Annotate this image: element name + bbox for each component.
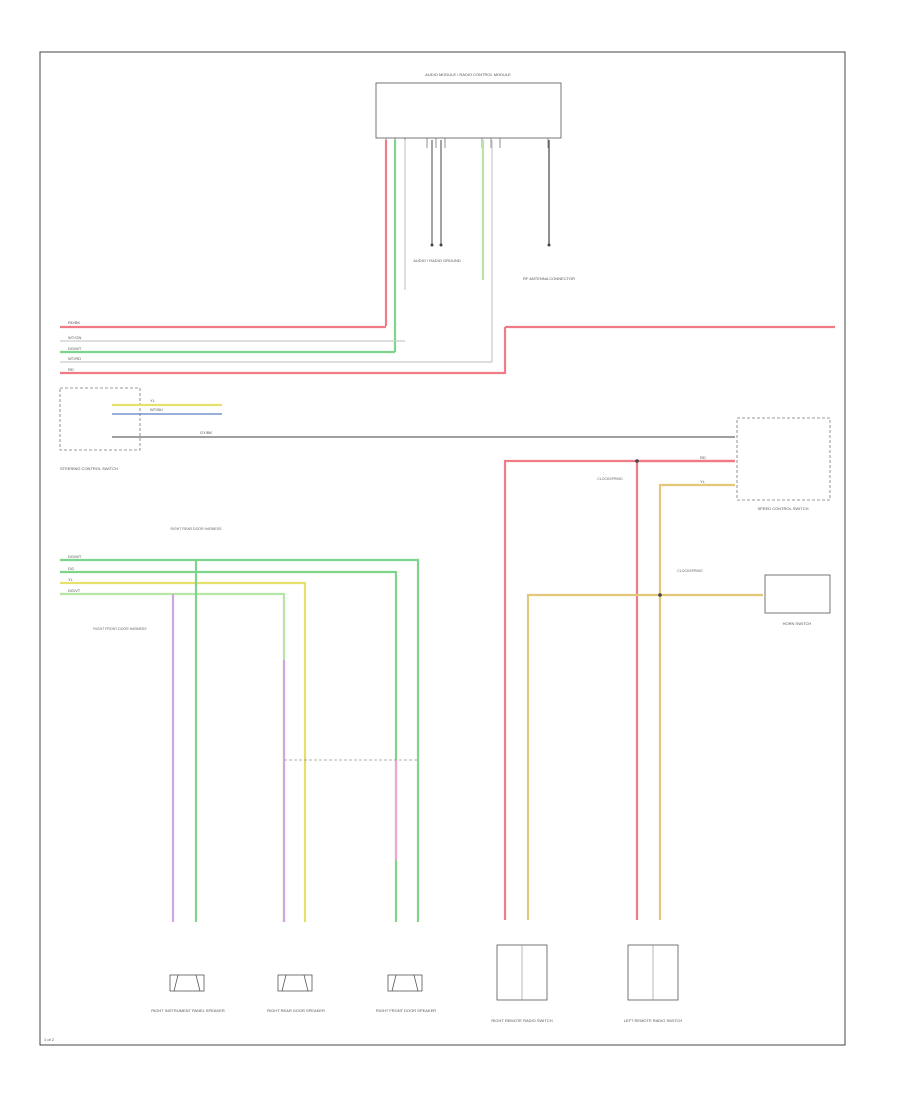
bus-label-1: RD/BK [68,320,81,325]
diagram-frame [39,51,846,1046]
clockspring-b-label: CLOCKSPRING [677,569,703,573]
splice-dot [658,593,662,597]
rem-label-2: YL [700,479,706,484]
sw-label-3: GY/BK [200,430,213,435]
rem-wire-red-left [635,459,735,920]
top-ground-a-label: AUDIO / RADIO GROUND [413,258,461,263]
speaker-rf-door-label: RIGHT FRONT DOOR SPEAKER [376,1008,436,1013]
remote-switch-left-label: LEFT REMOTE RADIO SWITCH [624,1018,683,1023]
bus-label-3: DG/WT [68,346,82,351]
speaker-ip-right-label: RIGHT INSTRUMENT PANEL SPEAKER [151,1008,225,1013]
rr-door-harness-label: RIGHT REAR DOOR HARNESS [171,527,223,531]
sw-label-1: YL [150,398,156,403]
spk-wire-1 [60,558,420,922]
top-ground-b-label: RF ANTENNA CONNECTOR [523,276,575,281]
speaker-ip-right: RIGHT INSTRUMENT PANEL SPEAKER [151,974,225,1013]
steering-switch-box [59,387,141,451]
bus-wire-4 [60,340,493,363]
remote-switch-left: LEFT REMOTE RADIO SWITCH [624,944,683,1023]
steering-switch-label: STEERING CONTROL SWITCH [60,466,118,471]
bus-wire-5 [60,327,507,375]
horn-switch-label: HORN SWITCH [783,621,812,626]
remote-switch-right: RIGHT REMOTE RADIO SWITCH [491,944,553,1023]
clockspring-a-label: CLOCKSPRING [597,477,623,481]
splice-dot [439,243,443,247]
page-number: 1 of 2 [44,1037,55,1042]
rem-wire-red-right [503,459,735,920]
spk-wire-3 [60,581,307,922]
speed-module-box [736,417,831,501]
spk-label-3: YL [68,577,74,582]
bus-label-2: WT/GN [68,335,81,340]
speed-module-label: SPEED CONTROL SWITCH [758,506,809,511]
bus-label-5: RD [68,367,74,372]
top-module-label: AUDIO MODULE / RADIO CONTROL MODULE [425,72,511,77]
top-module-box [375,82,562,139]
splice-dot [635,459,639,463]
sw-label-2: WT/BU [150,407,163,412]
speaker-rr-door: RIGHT REAR DOOR SPEAKER [267,974,325,1013]
rem-wire-tan-right [526,593,763,920]
bus-label-4: WT/RD [68,356,81,361]
spk-label-1: DG/WT [68,554,82,559]
speaker-rr-door-label: RIGHT REAR DOOR SPEAKER [267,1008,325,1013]
remote-switch-right-label: RIGHT REMOTE RADIO SWITCH [491,1018,552,1023]
splice-dot [430,243,434,247]
spk-label-4: DG/VT [68,588,81,593]
top-module-pins [385,138,549,148]
speaker-rf-door: RIGHT FRONT DOOR SPEAKER [376,974,436,1013]
rem-label-1: RD [700,455,706,460]
spk-label-2: DG [68,566,74,571]
horn-switch-box [764,574,831,614]
rf-door-harness-label: RIGHT FRONT DOOR HARNESS [93,627,147,631]
rem-wire-tan-left [658,483,735,920]
splice-dot [547,243,551,247]
spk-wire-2 [60,570,398,922]
